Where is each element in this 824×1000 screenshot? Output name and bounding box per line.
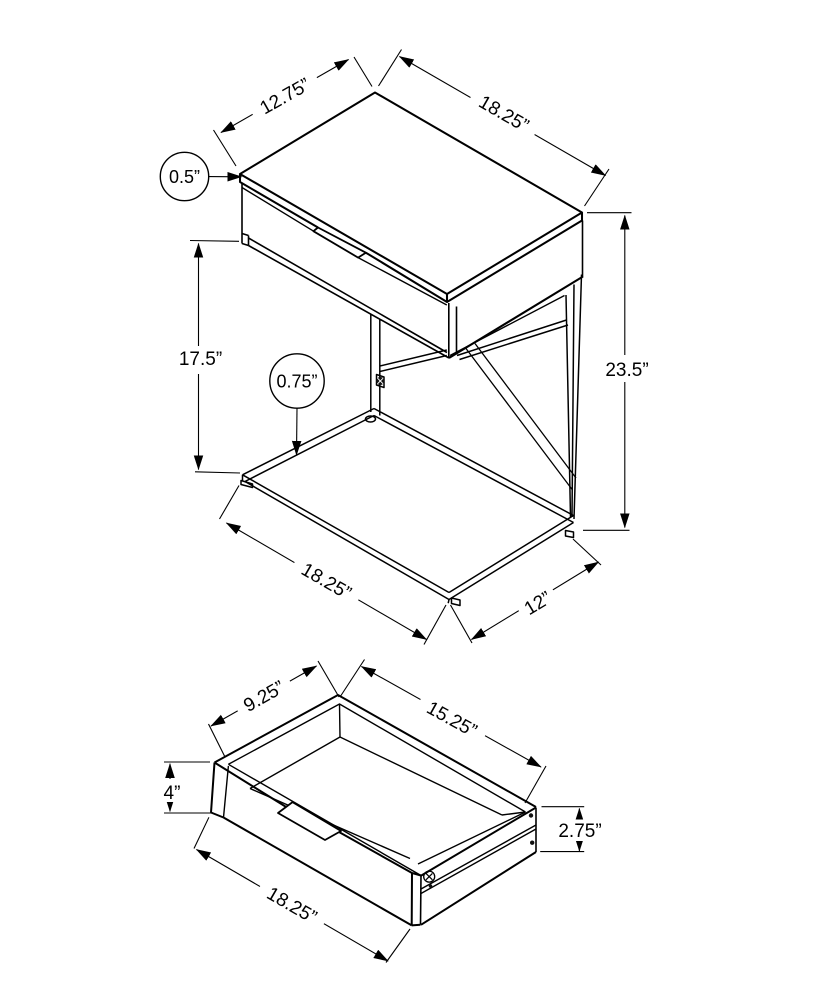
svg-text:17.5”: 17.5” xyxy=(179,349,222,370)
svg-text:2.75”: 2.75” xyxy=(558,821,601,842)
svg-text:4”: 4” xyxy=(164,783,181,804)
svg-text:0.5”: 0.5” xyxy=(169,167,200,187)
svg-text:0.75”: 0.75” xyxy=(276,372,317,392)
svg-text:23.5”: 23.5” xyxy=(605,360,648,381)
